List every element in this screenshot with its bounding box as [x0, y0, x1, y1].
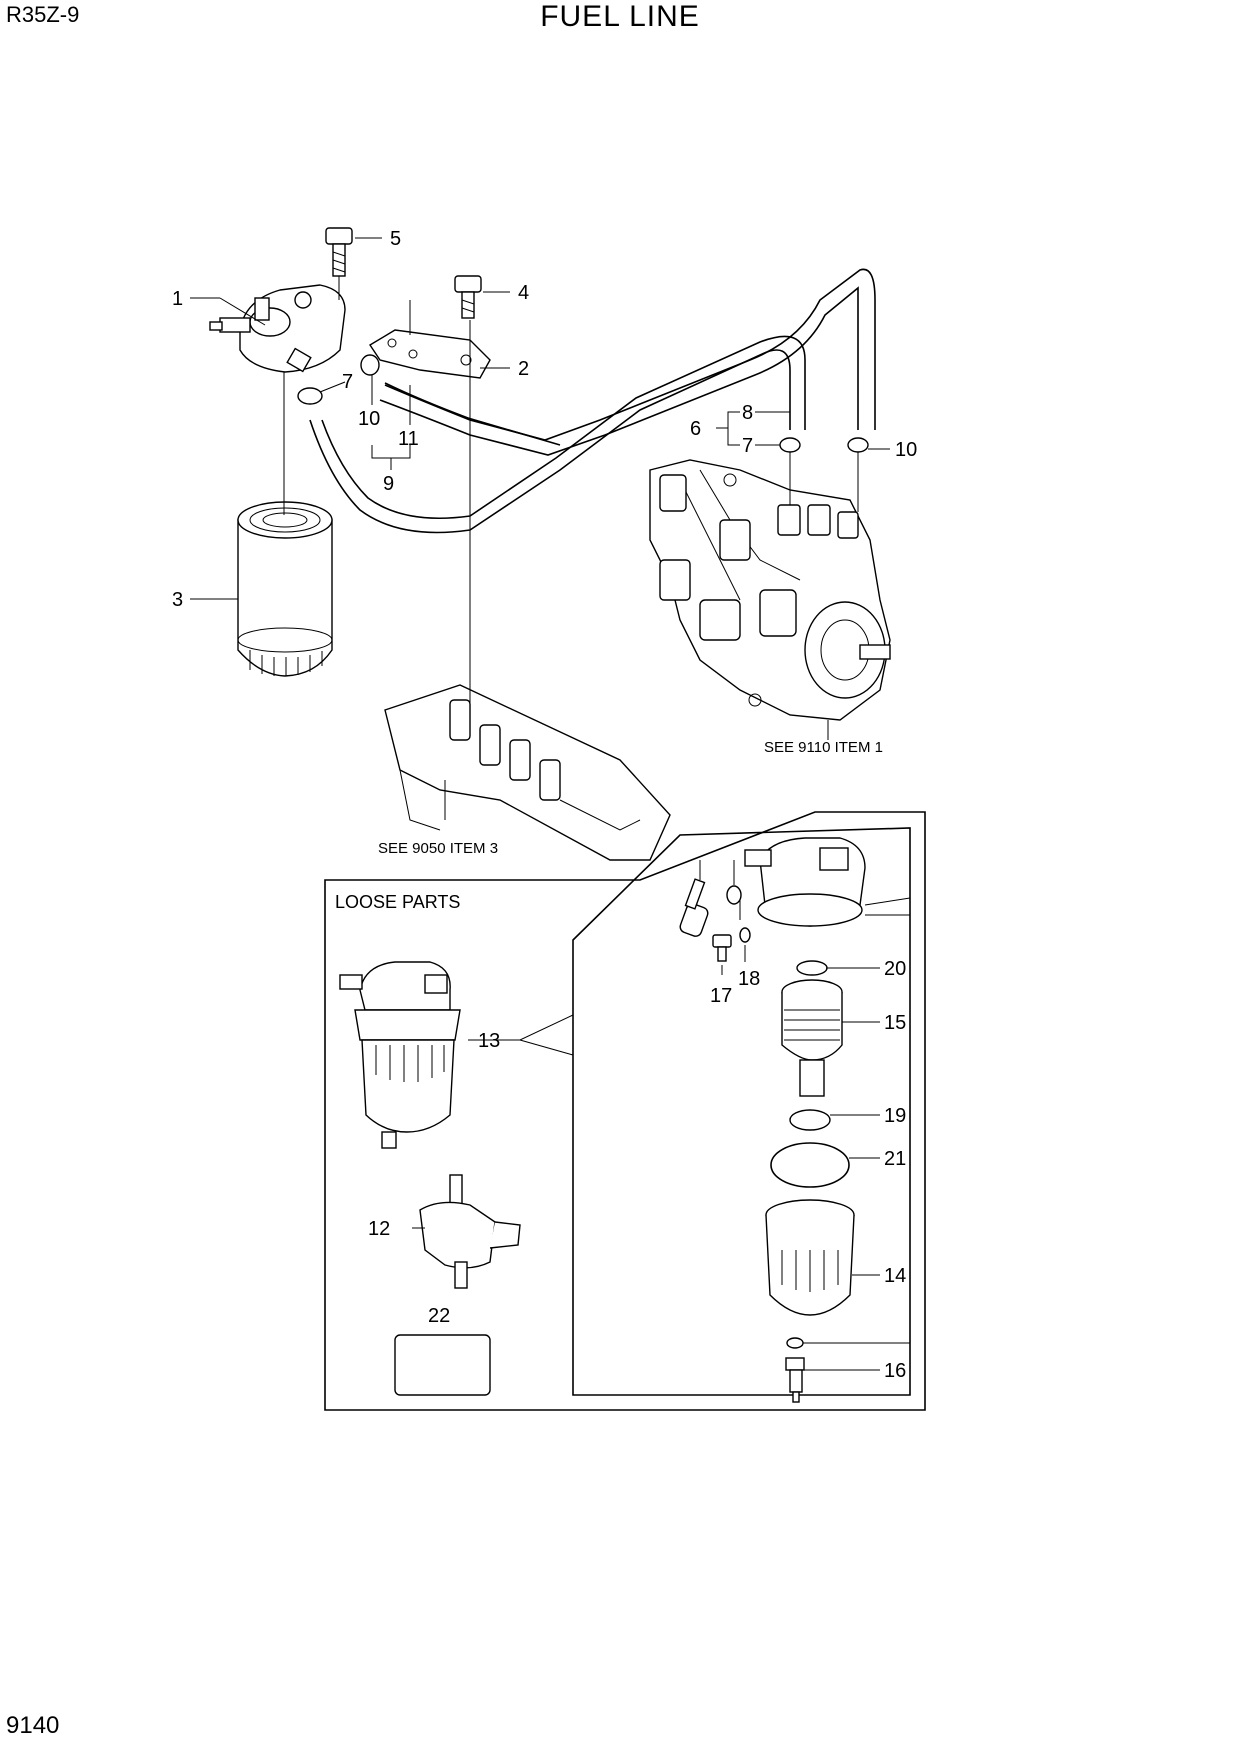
callout-19: 19 — [884, 1105, 906, 1127]
callout-7b: 7 — [742, 435, 753, 457]
intake-manifold-part — [384, 320, 671, 861]
washer-part — [739, 927, 751, 943]
see-9050-note: SEE 9050 ITEM 3 — [378, 840, 498, 857]
callout-15: 15 — [884, 1012, 906, 1034]
loose-parts-box — [324, 811, 926, 1411]
injection-pump-part — [649, 440, 891, 721]
hose-clamp-part — [779, 437, 869, 453]
see-9110-note: SEE 9110 ITEM 1 — [764, 739, 883, 756]
callout-12: 12 — [368, 1218, 390, 1240]
filter-bowl-part — [765, 1199, 855, 1316]
o-ring-part — [770, 1142, 850, 1188]
filter-head-part — [209, 284, 346, 373]
callout-16: 16 — [884, 1360, 906, 1382]
bleeder-plug-part — [679, 878, 709, 937]
filter-cartridge-part — [237, 501, 333, 677]
bolt-part — [454, 275, 482, 319]
callout-8: 8 — [742, 402, 753, 424]
callout-3: 3 — [172, 589, 183, 611]
callout-1: 1 — [172, 288, 183, 310]
retaining-ring-part — [789, 1109, 831, 1131]
filter-assembly-subbox — [572, 827, 911, 1396]
leader-lines — [190, 237, 911, 1371]
callout-17: 17 — [710, 985, 732, 1007]
callout-10: 10 — [358, 408, 380, 430]
filter-head-part — [739, 837, 866, 927]
callout-9: 9 — [383, 473, 394, 495]
o-ring-part — [796, 960, 828, 976]
page-number: 9140 — [6, 1712, 60, 1739]
callout-labels: 1 5 4 2 7 10 11 9 3 8 6 7 10 SEE 9110 IT… — [172, 228, 917, 1382]
model-code: R35Z-9 — [6, 2, 80, 27]
inline-filter-part — [419, 1174, 521, 1289]
fuel-filter-assembly-part — [339, 961, 461, 1149]
callout-11: 11 — [398, 428, 419, 450]
o-ring-part — [726, 885, 742, 905]
callout-4: 4 — [518, 282, 529, 304]
callout-20: 20 — [884, 958, 906, 980]
drain-plug-part — [785, 1357, 805, 1403]
hose-clamp-part — [297, 354, 380, 405]
bolt-part — [325, 227, 353, 300]
bolt-part — [712, 934, 732, 962]
callout-21: 21 — [884, 1148, 906, 1170]
callout-5: 5 — [390, 228, 401, 250]
label-plate-part — [394, 1334, 491, 1396]
callout-18: 18 — [738, 968, 760, 990]
loose-parts-heading: LOOSE PARTS — [335, 892, 460, 912]
callout-22: 22 — [428, 1305, 450, 1327]
bracket-part — [369, 300, 491, 379]
fuel-hose-return — [309, 335, 806, 534]
callout-6: 6 — [690, 418, 701, 440]
callout-14: 14 — [884, 1265, 906, 1287]
callout-10b: 10 — [895, 439, 917, 461]
callout-13: 13 — [478, 1030, 500, 1052]
fuel-hose-short — [384, 382, 561, 446]
filter-element-part — [781, 979, 843, 1097]
page-title: FUEL LINE — [540, 0, 700, 33]
o-ring-part — [786, 1337, 804, 1349]
callout-2: 2 — [518, 358, 529, 380]
callout-7: 7 — [342, 371, 353, 393]
